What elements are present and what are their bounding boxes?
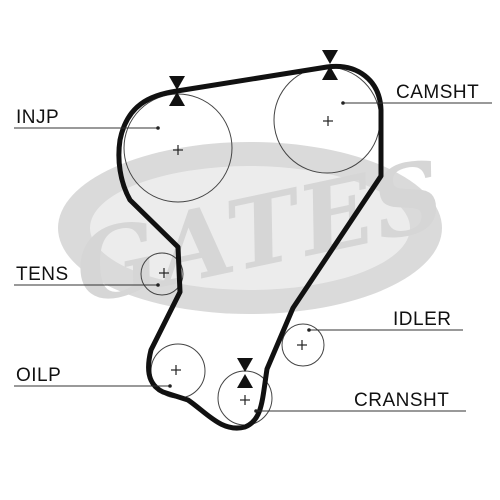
- idler-center-cross: [297, 340, 307, 350]
- oilp-center-cross: [171, 365, 181, 375]
- label-cransht: CRANSHT: [354, 390, 449, 411]
- camsht-leader: [341, 101, 492, 105]
- cransht-center-cross: [240, 395, 250, 405]
- oilp-leader: [14, 384, 172, 388]
- timing-marks: [169, 50, 338, 388]
- camsht-timing-mark-icon: [322, 50, 338, 80]
- label-injp: INJP: [16, 107, 59, 128]
- injp-leader: [14, 126, 160, 130]
- injp-timing-mark-icon: [169, 76, 185, 106]
- pulley-centers: [159, 116, 333, 405]
- cransht-leader: [254, 409, 466, 413]
- label-tens: TENS: [16, 264, 69, 285]
- labels: INJP CAMSHT TENS IDLER OILP CRANSHT: [16, 82, 479, 411]
- label-idler: IDLER: [393, 309, 451, 330]
- idler-leader: [307, 328, 463, 332]
- watermark-inner-ellipse: [90, 166, 410, 290]
- injp-center-cross: [173, 145, 183, 155]
- cransht-timing-mark-icon: [237, 358, 253, 388]
- label-camsht: CAMSHT: [396, 82, 479, 103]
- camsht-center-cross: [323, 116, 333, 126]
- idler-pulley: [281, 323, 325, 367]
- timing-belt: [116, 63, 384, 431]
- label-oilp: OILP: [16, 365, 61, 386]
- tensioner-pulley: [140, 252, 184, 296]
- tens-leader: [14, 283, 160, 287]
- leader-lines: [14, 101, 492, 413]
- tens-center-cross: [159, 268, 169, 278]
